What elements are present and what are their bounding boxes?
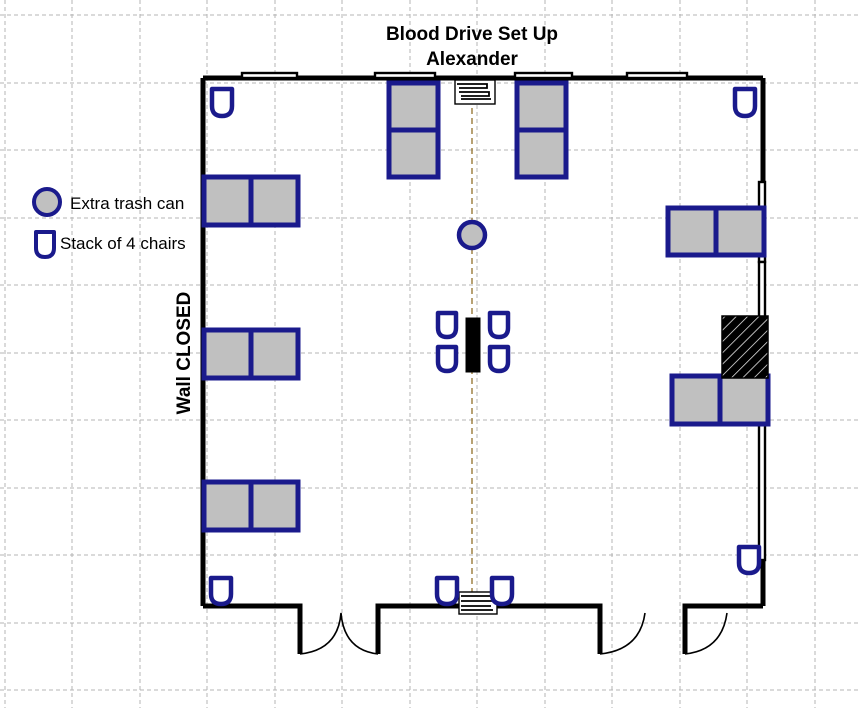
door-swings xyxy=(299,612,728,655)
chair-stack-bottom-center-right xyxy=(489,575,515,607)
wall-bottom-left xyxy=(203,603,303,654)
chair-stack-center-ne xyxy=(487,310,511,340)
table-left-3a xyxy=(201,479,254,533)
hatched-block-right xyxy=(721,315,769,379)
partition-door-bottom xyxy=(458,591,498,615)
wall-bottom-right xyxy=(682,603,763,654)
table-top-right-lower xyxy=(514,127,569,180)
table-left-2b xyxy=(248,327,301,381)
table-left-3b xyxy=(248,479,301,533)
window-top-2 xyxy=(373,71,437,80)
door-bottom-right-arc-a xyxy=(599,612,646,655)
chair-stack-bottom-center-left xyxy=(434,575,460,607)
chair-stack-icon xyxy=(34,230,56,259)
table-left-1b xyxy=(248,174,301,228)
legend-label-trash-can: Extra trash can xyxy=(70,194,184,213)
tables-layer xyxy=(201,80,771,533)
chair-stack-top-left xyxy=(209,86,235,119)
chair-stack-center-se xyxy=(487,344,511,374)
window-top-1 xyxy=(240,71,299,80)
table-left-2a xyxy=(201,327,254,381)
legend-item-trash-can: Extra trash can xyxy=(32,187,184,217)
legend: Extra trash can Stack of 4 chairs xyxy=(32,187,186,259)
table-top-left-upper xyxy=(386,80,441,133)
window-top-4 xyxy=(625,71,689,80)
plan-title-line-1: Blood Drive Set Up xyxy=(386,24,558,45)
door-bottom-left-arc xyxy=(299,612,379,655)
legend-label-chair-stack: Stack of 4 chairs xyxy=(60,234,186,253)
window-right-3 xyxy=(757,422,767,562)
windows-top xyxy=(240,71,689,80)
table-top-left-lower xyxy=(386,127,441,180)
chair-stack-center-nw xyxy=(435,310,459,340)
wall-closed-label: Wall CLOSED xyxy=(174,292,195,415)
partition-doors xyxy=(454,79,498,615)
legend-item-chair-stack: Stack of 4 chairs xyxy=(34,230,186,259)
table-top-right-upper xyxy=(514,80,569,133)
chair-stack-center-sw xyxy=(435,344,459,374)
chair-stack-bottom-left xyxy=(208,575,234,607)
chair-stack-top-right xyxy=(732,86,758,119)
chair-stacks-layer xyxy=(208,86,762,607)
trash-can-center xyxy=(456,219,488,251)
table-right-1a xyxy=(665,205,719,258)
trash-can-icon xyxy=(32,187,62,217)
door-bottom-right-arc-b xyxy=(684,612,728,655)
plan-title-line-2: Alexander xyxy=(426,49,518,70)
table-right-2b xyxy=(717,373,771,427)
chair-stack-right-lower xyxy=(736,544,762,576)
table-right-2a xyxy=(669,373,723,427)
partition-door-top xyxy=(454,79,496,105)
center-black-table xyxy=(465,317,481,373)
table-right-1b xyxy=(713,205,767,258)
window-right-2 xyxy=(757,260,767,322)
window-top-3 xyxy=(513,71,574,80)
table-left-1a xyxy=(201,174,254,228)
